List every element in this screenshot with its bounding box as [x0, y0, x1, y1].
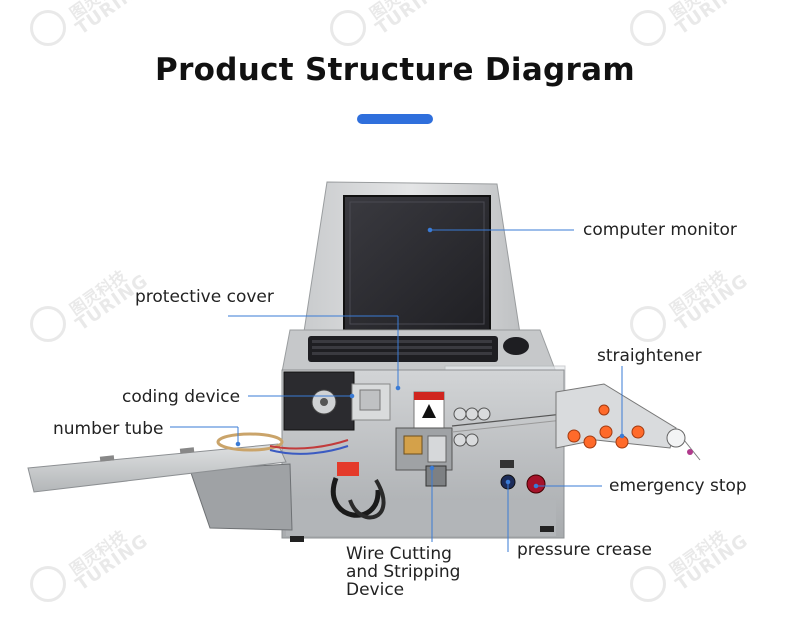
label-protective-cover: protective cover	[135, 287, 274, 307]
label-wire-cutting-line3: Device	[346, 580, 405, 600]
page-title: Product Structure Diagram	[155, 52, 635, 88]
label-wire-cutting-line1: Wire Cutting	[346, 544, 452, 564]
watermark-logo: 图灵科技 TURING	[30, 527, 152, 620]
number-tube-coil	[216, 432, 284, 452]
watermark-circle-icon	[30, 10, 66, 46]
label-straightener: straightener	[597, 346, 702, 366]
label-computer-monitor: computer monitor	[583, 220, 737, 240]
label-wire-cutting: Wire Cutting and Stripping Device	[346, 545, 486, 599]
watermark-logo: 图灵科技 TURING	[630, 527, 752, 620]
label-emergency-stop: emergency stop	[609, 476, 747, 496]
guide-rollers	[453, 407, 491, 447]
title-underline	[357, 114, 433, 124]
lower-housing	[189, 463, 293, 531]
watermark-logo: 图灵科技 TURING	[30, 267, 152, 360]
label-coding-device: coding device	[122, 387, 241, 407]
watermark-circle-icon	[330, 10, 366, 46]
watermark-circle-icon	[630, 566, 666, 602]
watermark-logo: 图灵科技 TURING	[630, 0, 752, 64]
watermark-circle-icon	[630, 10, 666, 46]
feeding-tray	[27, 443, 287, 493]
watermark-logo: 图灵科技 TURING	[330, 0, 452, 64]
watermark-circle-icon	[30, 566, 66, 602]
straightener-rail	[555, 383, 677, 449]
watermark-logo: 图灵科技 TURING	[630, 267, 752, 360]
monitor-screen	[343, 195, 491, 331]
label-wire-cutting-line2: and Stripping	[346, 562, 461, 582]
straightener-rollers	[567, 404, 645, 449]
mouse	[503, 337, 529, 355]
watermark-circle-icon	[630, 306, 666, 342]
leader-lines	[170, 227, 625, 552]
watermark-logo: 图灵科技 TURING	[30, 0, 152, 64]
label-number-tube: number tube	[53, 419, 164, 439]
label-pressure-crease: pressure crease	[517, 540, 652, 560]
watermark-circle-icon	[30, 306, 66, 342]
